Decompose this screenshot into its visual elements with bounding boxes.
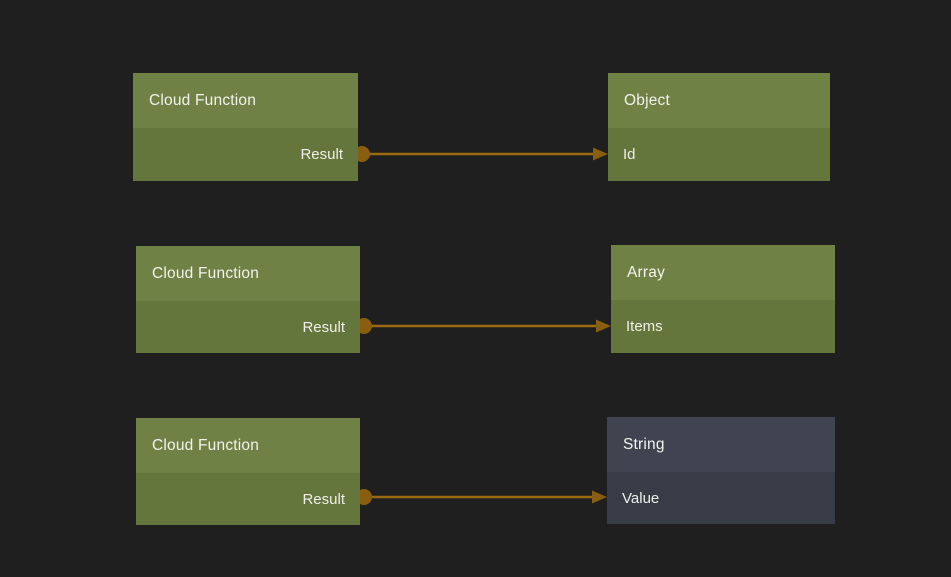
port-label: Id [623, 146, 636, 163]
output-port-result[interactable]: Result [136, 473, 360, 525]
node-title: Object [608, 73, 830, 128]
node-title: String [607, 417, 835, 472]
connection-wire-result-to-value[interactable] [356, 489, 607, 505]
node-cloud-function-3[interactable]: Cloud Function Result [136, 418, 360, 525]
input-port-id[interactable]: Id [608, 128, 830, 181]
port-label: Result [300, 146, 343, 163]
node-title: Cloud Function [133, 73, 358, 128]
node-title: Cloud Function [136, 418, 360, 473]
output-port-result[interactable]: Result [136, 301, 360, 353]
node-array[interactable]: Array Items [611, 245, 835, 353]
port-label: Items [626, 318, 663, 335]
port-label: Result [302, 318, 345, 336]
node-string[interactable]: String Value [607, 417, 835, 524]
input-port-value[interactable]: Value [607, 472, 835, 524]
node-cloud-function-2[interactable]: Cloud Function Result [136, 246, 360, 353]
output-port-result[interactable]: Result [133, 128, 358, 181]
node-cloud-function-1[interactable]: Cloud Function Result [133, 73, 358, 181]
node-title: Array [611, 245, 835, 300]
connection-wire-result-to-id[interactable] [354, 146, 608, 162]
connection-wire-result-to-items[interactable] [356, 318, 611, 334]
port-label: Value [622, 489, 660, 507]
node-object[interactable]: Object Id [608, 73, 830, 181]
input-port-items[interactable]: Items [611, 300, 835, 353]
port-label: Result [302, 490, 345, 508]
node-title: Cloud Function [136, 246, 360, 301]
